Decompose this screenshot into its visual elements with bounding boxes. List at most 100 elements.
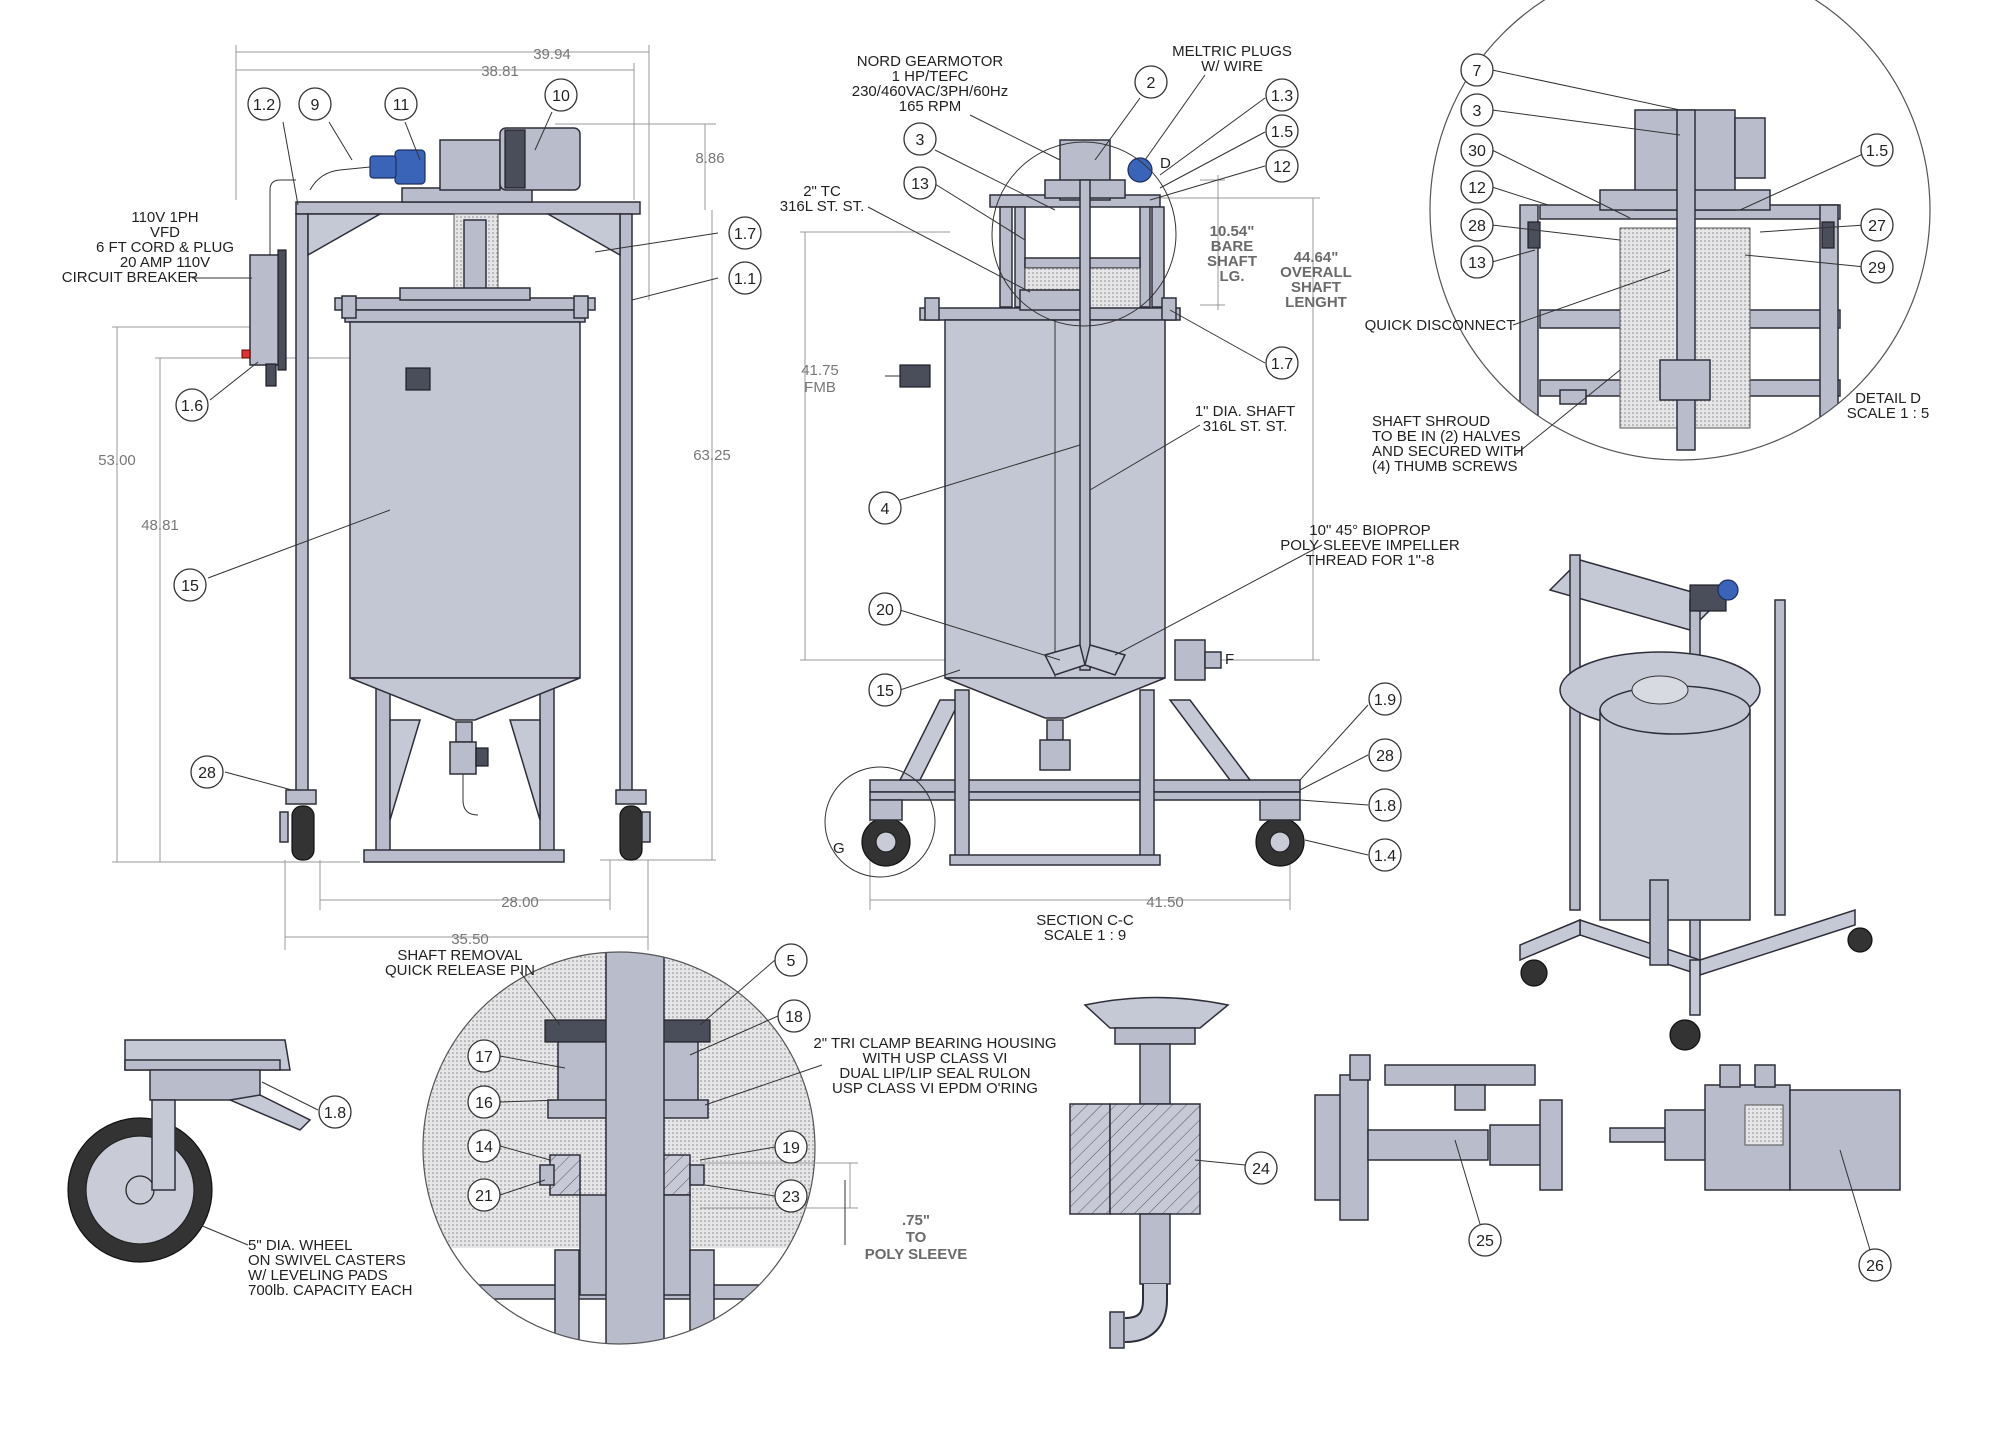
bare-shaft-line-4: LG. [1220,268,1245,285]
bubble-29: 29 [1868,260,1886,277]
tc-note-line-1: 2" TC [803,183,841,200]
bubble-26: 26 [1866,1258,1884,1275]
bubble-1-5: 1.5 [1271,124,1293,141]
shroud-note-line-4: (4) THUMB SCREWS [1372,458,1518,475]
bubble-2: 2 [1147,75,1156,92]
shroud-note: SHAFT SHROUD TO BE IN (2) HALVES AND SEC… [1372,413,1524,475]
vfd-cabinet [241,179,296,387]
bubble-1-9: 1.9 [1374,692,1396,709]
bearing-callouts: 5 18 17 16 14 21 19 23 [467,943,811,1213]
motor-note-line-4: 165 RPM [899,98,962,115]
detail-f-marker: F [1225,651,1234,668]
housing-note-line-4: USP CLASS VI EPDM O'RING [832,1080,1038,1097]
housing-note-line-3: DUAL LIP/LIP SEAL RULON [839,1065,1030,1082]
section-view: 41.75 FMB 41.50 [780,43,1460,944]
front-tank [349,321,581,816]
shroud-note-line-1: SHAFT SHROUD [1372,413,1490,430]
detail-d-marker: D [1160,155,1171,172]
bubble-1-3: 1.3 [1271,88,1293,105]
motor-note-line-2: 1 HP/TEFC [892,68,969,85]
bubble-1-1: 1.1 [734,271,756,288]
caster-detail: 1.8 5" DIA. WHEEL ON SWIVEL CASTERS W/ L… [67,1039,413,1299]
overall-shaft-note: 44.64" OVERALL SHAFT LENGHT [1280,249,1352,311]
dim-base-width: 35.50 [451,931,489,948]
bubble-11: 11 [393,97,410,114]
caster-note-line-3: W/ LEVELING PADS [248,1267,388,1284]
sleeve-note-line-3: POLY SLEEVE [865,1246,968,1263]
motor-note: NORD GEARMOTOR 1 HP/TEFC 230/460VAC/3PH/… [852,53,1061,161]
bubble-1-2: 1.2 [253,97,275,114]
bubble-16: 16 [475,1095,493,1112]
impeller-note-line-3: THREAD FOR 1"-8 [1306,552,1435,569]
dim-cabinet-height: 53.00 [98,452,136,469]
fmb-label: FMB [804,379,836,396]
section-tank [885,289,1222,771]
housing-note-line-2: WITH USP CLASS VI [863,1050,1008,1067]
section-title-line-1: SECTION C-C [1036,912,1134,929]
dim-motor-height: 8.86 [695,150,724,167]
section-callouts: 2 3 1.3 1.5 12 13 1.7 4 20 15 1.9 28 1.8… [868,65,1402,872]
shroud-note-line-2: TO BE IN (2) HALVES [1372,428,1521,445]
elec-note-line-3: 6 FT CORD & PLUG [96,239,234,256]
valve-detail-25: 25 [1314,1054,1563,1257]
bubble-3-detail: 3 [1473,103,1482,120]
front-casters [279,789,651,861]
dim-tank-height: 48.81 [141,517,179,534]
detail-g-marker: G [833,840,845,857]
plug-note: MELTRIC PLUGS W/ WIRE [1144,43,1292,161]
detail-d-callouts: 7 3 30 12 28 13 1.5 27 29 [1460,53,1894,456]
bubble-5: 5 [787,953,796,970]
detail-d: 7 3 30 12 28 13 1.5 27 29 QUICK DISCONNE… [1365,0,1931,475]
quick-disconnect-label: QUICK DISCONNECT [1365,317,1516,334]
bubble-19: 19 [782,1140,800,1157]
shaft-note-line-1: 1" DIA. SHAFT [1195,403,1295,420]
dim-frame-width: 38.81 [481,63,519,80]
bubble-1-7-section: 1.7 [1271,356,1293,373]
bubble-1-4: 1.4 [1374,848,1396,865]
detail-d-title-line-1: DETAIL D [1855,390,1921,407]
section-frame [869,194,1301,866]
front-shaft-coupling [463,219,487,291]
overall-shaft-line-4: LENGHT [1285,294,1347,311]
bubble-1-6: 1.6 [181,398,203,415]
elec-note-line-1: 110V 1PH [131,209,198,226]
bubble-20: 20 [876,602,894,619]
bubble-15: 15 [181,578,199,595]
shroud-note-line-3: AND SECURED WITH [1372,443,1524,460]
bubble-12: 12 [1273,159,1291,176]
bubble-17: 17 [475,1049,493,1066]
component-detail-26: 26 [1609,1064,1901,1282]
plug-note-line-1: MELTRIC PLUGS [1172,43,1292,60]
elec-note-line-5: CIRCUIT BREAKER [62,269,199,286]
bubble-9: 9 [311,97,320,114]
pin-note-line-2: QUICK RELEASE PIN [385,962,535,979]
bubble-21: 21 [475,1188,493,1205]
impeller-note-line-2: POLY SLEEVE IMPELLER [1280,537,1460,554]
tc-note: 2" TC 316L ST. ST. [780,183,1031,293]
dim-overall-height: 63.25 [693,447,731,464]
motor-note-line-1: NORD GEARMOTOR [857,53,1004,70]
bare-shaft-line-2: BARE [1211,238,1254,255]
electrical-note: 110V 1PH VFD 6 FT CORD & PLUG 20 AMP 110… [62,209,252,286]
bubble-7: 7 [1473,63,1482,80]
bubble-18: 18 [785,1009,803,1026]
bubble-28-section: 28 [1376,748,1394,765]
detail-d-title-line-2: SCALE 1 : 5 [1847,405,1930,422]
pin-note-line-1: SHAFT REMOVAL [397,947,522,964]
bare-shaft-line-1: 10.54" [1210,223,1255,240]
housing-note-line-1: 2" TRI CLAMP BEARING HOUSING [813,1035,1056,1052]
section-casters [824,766,1305,878]
shaft-note: 1" DIA. SHAFT 316L ST. ST. [1089,403,1295,491]
fmb-dim: 41.75 [801,362,839,379]
shaft-note-line-2: 316L ST. ST. [1203,418,1288,435]
bubble-13-detail: 13 [1468,255,1486,272]
bubble-25: 25 [1476,1233,1494,1250]
bare-shaft-note: 10.54" BARE SHAFT LG. [1207,223,1257,285]
section-title: SECTION C-C SCALE 1 : 9 [1036,912,1134,944]
bubble-13: 13 [911,176,929,193]
elec-note-line-2: VFD [150,224,180,241]
bubble-28: 28 [198,765,216,782]
caster-note-line-1: 5" DIA. WHEEL [248,1237,353,1254]
caster-note-line-4: 700lb. CAPACITY EACH [248,1282,413,1299]
